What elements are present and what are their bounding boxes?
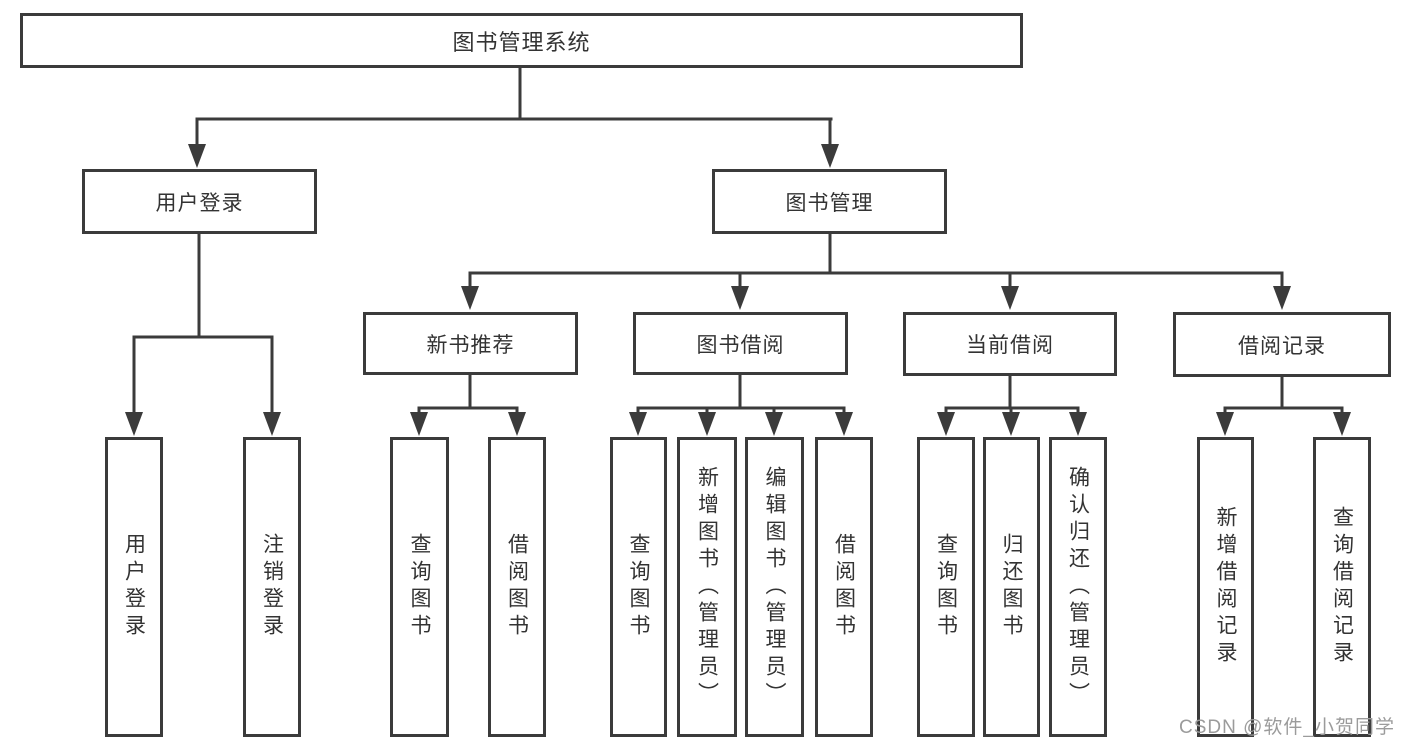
arrowhead-icons bbox=[125, 144, 1351, 436]
leaf-query-books-2: 查询图书 bbox=[610, 437, 667, 737]
node-book-management: 图书管理 bbox=[712, 169, 947, 234]
leaf-add-borrow-record: 新增借阅记录 bbox=[1197, 437, 1254, 737]
leaf-logout: 注销登录 bbox=[243, 437, 301, 737]
leaf-label: 注销登录 bbox=[260, 533, 284, 641]
leaf-label: 用户登录 bbox=[122, 533, 146, 641]
leaf-user-login: 用户登录 bbox=[105, 437, 163, 737]
leaf-edit-books-admin: 编辑图书（管理员） bbox=[745, 437, 804, 737]
leaf-borrow-books-1: 借阅图书 bbox=[488, 437, 546, 737]
leaf-query-books-1: 查询图书 bbox=[390, 437, 449, 737]
node-new-book-recommend: 新书推荐 bbox=[363, 312, 578, 375]
leaf-query-borrow-record: 查询借阅记录 bbox=[1313, 437, 1371, 737]
node-library-management-system: 图书管理系统 bbox=[20, 13, 1023, 68]
leaf-add-books-admin: 新增图书（管理员） bbox=[677, 437, 737, 737]
leaf-label: 新增图书（管理员） bbox=[695, 465, 719, 709]
node-user-login: 用户登录 bbox=[82, 169, 317, 234]
node-book-borrow: 图书借阅 bbox=[633, 312, 848, 375]
leaf-return-books: 归还图书 bbox=[983, 437, 1040, 737]
leaf-label: 查询图书 bbox=[408, 533, 431, 641]
leaf-label: 借阅图书 bbox=[832, 533, 856, 641]
watermark: CSDN @软件_小贺同学 bbox=[1179, 717, 1395, 738]
leaf-label: 查询图书 bbox=[627, 533, 650, 641]
leaf-query-books-3: 查询图书 bbox=[917, 437, 975, 737]
leaf-confirm-return-admin: 确认归还（管理员） bbox=[1049, 437, 1107, 737]
leaf-label: 查询借阅记录 bbox=[1330, 506, 1354, 668]
leaf-label: 新增借阅记录 bbox=[1214, 506, 1237, 668]
leaf-label: 归还图书 bbox=[1000, 533, 1023, 641]
leaf-borrow-books-2: 借阅图书 bbox=[815, 437, 873, 737]
leaf-label: 查询图书 bbox=[934, 533, 958, 641]
node-borrow-records: 借阅记录 bbox=[1173, 312, 1391, 377]
leaf-label: 确认归还（管理员） bbox=[1066, 465, 1090, 709]
node-current-borrow: 当前借阅 bbox=[903, 312, 1117, 376]
leaf-label: 借阅图书 bbox=[505, 533, 529, 641]
leaf-label: 编辑图书（管理员） bbox=[763, 465, 786, 709]
